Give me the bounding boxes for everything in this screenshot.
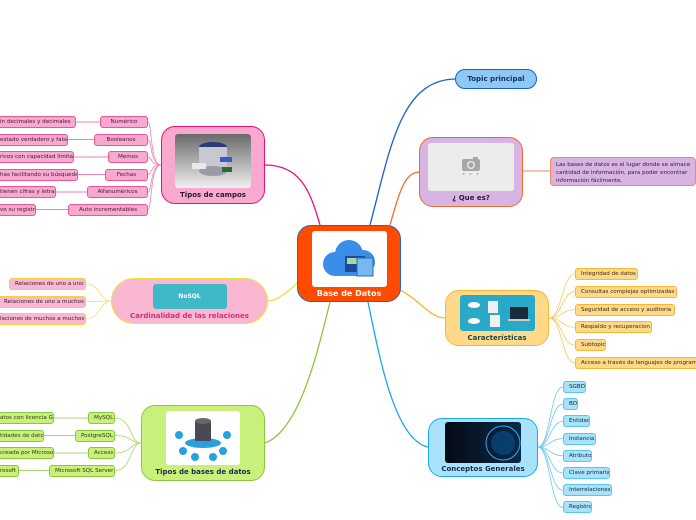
link-conceptos xyxy=(367,301,429,448)
concepto-item[interactable]: BD xyxy=(563,398,578,411)
link-conc-6 xyxy=(537,446,564,491)
database-server-icon xyxy=(175,134,251,188)
campo-type-detail[interactable]: ricos con capacidad limitada xyxy=(0,151,74,163)
conceptos-label: Conceptos Generales xyxy=(441,465,525,473)
link-conc-2 xyxy=(537,421,564,448)
link-que-es xyxy=(389,171,421,226)
concepto-item[interactable]: SGBD xyxy=(563,381,586,393)
campo-type-item[interactable]: Alfanuméricos xyxy=(87,186,148,198)
bd-type-detail[interactable]: tidades de datos xyxy=(0,429,44,442)
caracteristica-item[interactable]: Consultas complejas optimizadas xyxy=(575,285,677,298)
link-campo-5 xyxy=(147,164,162,210)
bd-type-item[interactable]: Access xyxy=(88,447,115,459)
caracteristica-item[interactable]: Respaldo y recuperacion xyxy=(575,321,652,334)
cardinalidad-item[interactable]: Relaciones de uno a muchos xyxy=(0,295,86,308)
caracteristica-item[interactable]: Integridad de datos xyxy=(575,268,638,280)
camera-placeholder-icon: • • • xyxy=(428,143,514,191)
caracteristica-item[interactable]: Acceso a través de lenguajes de programa xyxy=(575,357,696,369)
campo-type-detail[interactable]: vo su registro xyxy=(0,203,36,216)
concepto-item[interactable]: Registro xyxy=(563,501,592,514)
que-es-description: Las bases de datos es el lugar donde se … xyxy=(550,157,696,186)
campo-type-detail[interactable]: has facilitando su búsqueda xyxy=(0,168,78,181)
link-tipos-bd xyxy=(264,301,331,444)
caracteristicas-node[interactable]: Características xyxy=(445,290,549,346)
bd-type-item[interactable]: Microsoft SQL Server xyxy=(49,464,115,477)
link-cardi-0 xyxy=(85,283,112,302)
cardinalidad-label: Cardinalidad de las relaciones xyxy=(130,312,249,320)
que-es-node[interactable]: • • • ¿ Que es? xyxy=(419,137,523,207)
campo-type-item[interactable]: Numérico xyxy=(100,116,148,128)
database-network-icon xyxy=(166,411,240,465)
link-carac-2 xyxy=(548,309,576,319)
caracteristica-item[interactable]: Subtopic xyxy=(575,339,606,352)
link-bd-1 xyxy=(114,435,142,444)
tipos-bd-node[interactable]: Tipos de bases de datos xyxy=(141,405,265,481)
tipos-campos-label: Tipos de campos xyxy=(180,191,246,199)
tipos-bd-label: Tipos de bases de datos xyxy=(155,468,251,476)
digital-globe-icon xyxy=(445,422,521,463)
link-carac-5 xyxy=(548,317,576,364)
link-bd-3 xyxy=(114,442,142,471)
bd-type-item[interactable]: MySQL xyxy=(88,412,115,424)
nosql-icon: NoSQL xyxy=(152,284,227,309)
caracteristica-item[interactable]: Seguridad de acceso y auditoria xyxy=(575,303,675,316)
campo-type-item[interactable]: Auto incrementables xyxy=(68,203,148,216)
bd-type-detail[interactable]: rosoft xyxy=(0,464,19,477)
link-tipos-campos xyxy=(264,164,321,226)
concepto-item[interactable]: Atributo xyxy=(563,449,592,462)
link-campo-0 xyxy=(147,121,162,166)
bd-type-item[interactable]: PostgreSQL xyxy=(75,429,115,442)
central-label: Base de Datos xyxy=(316,289,382,298)
bd-type-detail[interactable]: atos con licencia GPL xyxy=(0,412,54,424)
link-cardi-2 xyxy=(85,300,112,320)
tipos-campos-node[interactable]: Tipos de campos xyxy=(161,126,265,204)
concepto-item[interactable]: Instancia xyxy=(563,432,596,445)
campo-type-item[interactable]: Booleanos xyxy=(94,133,148,146)
concepto-item[interactable]: Clave primaria xyxy=(563,467,610,479)
campo-type-item[interactable]: Memos xyxy=(108,151,148,163)
link-bd-0 xyxy=(114,417,142,444)
link-caracteristicas xyxy=(399,289,446,319)
link-cardinalidad xyxy=(267,281,299,302)
cardinalidad-item[interactable]: Relaciones de uno a uno xyxy=(9,278,86,290)
concepto-item[interactable]: Entidad xyxy=(563,415,590,428)
campo-type-item[interactable]: Fechas xyxy=(105,168,148,181)
topic-principal-label: Topic principal xyxy=(467,75,525,83)
link-carac-1 xyxy=(548,291,576,319)
data-flow-icon xyxy=(459,295,535,331)
conceptos-node[interactable]: Conceptos Generales xyxy=(428,418,538,477)
cloud-database-icon xyxy=(311,231,387,287)
cardinalidad-node[interactable]: NoSQL Cardinalidad de las relaciones xyxy=(111,278,268,324)
link-conc-1 xyxy=(537,403,564,448)
campo-type-detail[interactable]: tienen cifras y letras xyxy=(0,186,56,198)
concepto-item[interactable]: Interrelaciones xyxy=(563,484,612,497)
link-carac-0 xyxy=(548,273,576,319)
topic-principal-node[interactable]: Topic principal xyxy=(455,69,537,89)
link-conc-0 xyxy=(537,386,564,448)
link-conc-3 xyxy=(537,438,564,448)
cardinalidad-item[interactable]: laciones de muchos a muchos xyxy=(0,313,86,325)
campo-type-detail[interactable]: in decimales y decimales xyxy=(0,116,76,128)
campo-type-detail[interactable]: estado verdadero y falso xyxy=(0,133,68,146)
link-campo-1 xyxy=(147,139,162,166)
caracteristicas-label: Características xyxy=(467,334,527,342)
bd-type-detail[interactable]: creada por Microsoft xyxy=(0,447,54,459)
central-node[interactable]: Base de Datos xyxy=(297,225,401,302)
que-es-label: ¿ Que es? xyxy=(452,194,490,202)
link-topic-principal xyxy=(369,78,456,226)
link-campo-4 xyxy=(147,164,162,193)
link-conc-7 xyxy=(537,446,564,508)
